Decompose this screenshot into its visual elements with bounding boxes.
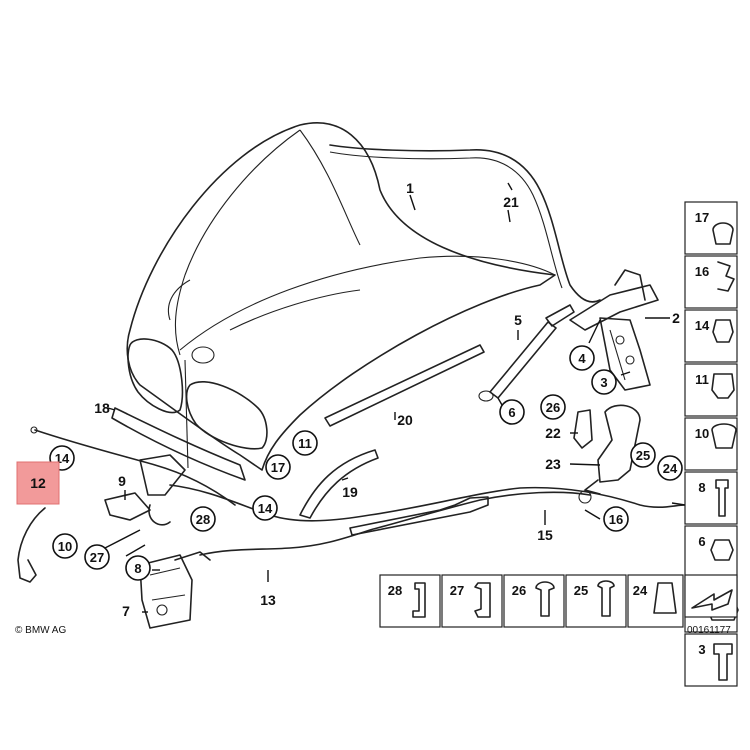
callout-25: 25 (636, 448, 650, 463)
callout-20: 20 (397, 412, 413, 428)
bottom-cell-26 (503, 574, 565, 628)
bracket-9 (104, 454, 186, 526)
callout-9: 9 (118, 473, 126, 489)
bottom-label-27: 27 (450, 583, 464, 598)
trim-19 (299, 449, 379, 519)
highlight-box-12 (16, 461, 60, 505)
side-label-14: 14 (695, 318, 710, 333)
callout-1: 1 (406, 180, 414, 196)
callout-26: 26 (546, 400, 560, 415)
bottom-cell-27 (441, 574, 503, 628)
callout-21: 21 (503, 194, 519, 210)
callout-28: 28 (196, 512, 210, 527)
diagram-id: 00161177 (687, 625, 731, 636)
callout-11: 11 (298, 436, 312, 451)
seal-strip-21 (329, 144, 601, 303)
cable-arm (349, 496, 489, 536)
side-cell-16 (684, 255, 738, 309)
side-cell-11 (684, 363, 738, 417)
bottom-label-25: 25 (574, 583, 588, 598)
callout-18: 18 (94, 400, 110, 416)
callout-10: 10 (58, 539, 72, 554)
bowden-cable-14 (34, 429, 236, 506)
copyright: © BMW AG (15, 625, 66, 636)
trim-strip-18 (111, 407, 246, 481)
side-cell-17 (684, 201, 738, 255)
bottom-label-24: 24 (633, 583, 648, 598)
side-cell-8 (684, 471, 738, 525)
bottom-label-28: 28 (388, 583, 402, 598)
callout-6: 6 (508, 405, 515, 420)
callout-12: 12 (30, 475, 46, 491)
arrow-icon (691, 589, 733, 611)
side-label-8: 8 (698, 480, 705, 495)
callout-16: 16 (609, 512, 623, 527)
side-label-16: 16 (695, 264, 709, 279)
seal-20 (324, 344, 485, 427)
hood-lock (139, 551, 211, 629)
hinge-assembly (569, 269, 659, 391)
leader-lines (104, 182, 686, 613)
side-label-10: 10 (695, 426, 709, 441)
callout-23: 23 (545, 456, 561, 472)
bottom-cell-25 (565, 574, 627, 628)
callout-13: 13 (260, 592, 276, 608)
hood (126, 122, 556, 471)
bottom-cell-28 (379, 574, 441, 628)
side-label-6: 6 (698, 534, 705, 549)
release-cable-12 (17, 507, 46, 583)
side-cell-14 (684, 309, 738, 363)
callout-14b: 14 (258, 501, 273, 516)
bottom-parts-row: 28 27 26 25 24 (379, 574, 738, 628)
side-cell-10 (684, 417, 738, 471)
callout-15: 15 (537, 527, 553, 543)
callout-22: 22 (545, 425, 561, 441)
bowden-cable-13 (199, 491, 591, 556)
callout-8: 8 (134, 561, 141, 576)
callout-3: 3 (600, 375, 607, 390)
callout-2: 2 (672, 310, 680, 326)
callout-17: 17 (271, 460, 285, 475)
callout-19: 19 (342, 484, 358, 500)
side-label-3: 3 (698, 642, 705, 657)
callout-5: 5 (514, 312, 522, 328)
callout-24: 24 (663, 461, 678, 476)
gas-strut (478, 304, 575, 402)
side-cell-3 (684, 633, 738, 687)
callout-7: 7 (122, 603, 130, 619)
side-label-17: 17 (695, 210, 709, 225)
side-label-11: 11 (695, 372, 709, 387)
callouts: 1 21 2 5 18 20 22 23 19 15 13 9 7 4 4 3 … (16, 180, 695, 619)
lock-parts (573, 404, 641, 495)
callout-4: 4 (578, 351, 586, 366)
bottom-label-26: 26 (512, 583, 526, 598)
callout-27: 27 (90, 550, 104, 565)
